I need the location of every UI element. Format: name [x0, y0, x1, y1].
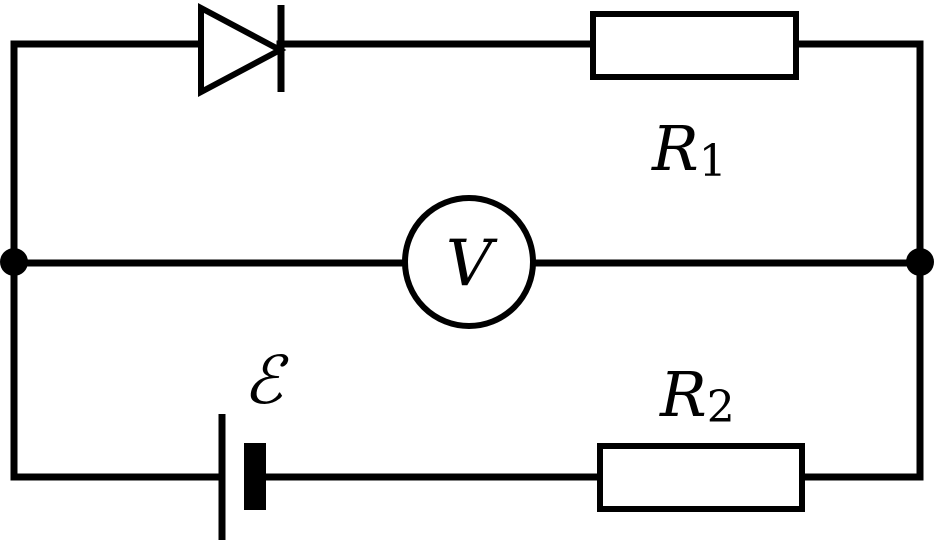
r1-label-main: R — [651, 112, 699, 185]
r2-label-subscript: 2 — [707, 382, 735, 433]
diode-icon — [198, 3, 287, 97]
resistor-r2-icon — [597, 443, 805, 512]
resistor-r1-icon — [590, 11, 799, 80]
emf-label: ℰ — [243, 342, 289, 419]
r2-label-main: R — [659, 358, 707, 431]
battery-icon — [218, 414, 266, 540]
junction-right-icon — [906, 248, 934, 276]
r2-label: R2 — [659, 358, 735, 433]
junction-left-icon — [0, 248, 28, 276]
r1-label-subscript: 1 — [699, 136, 727, 187]
voltmeter-label: V — [446, 227, 498, 301]
r1-label: R1 — [651, 112, 727, 187]
voltmeter-icon: V — [402, 195, 536, 329]
